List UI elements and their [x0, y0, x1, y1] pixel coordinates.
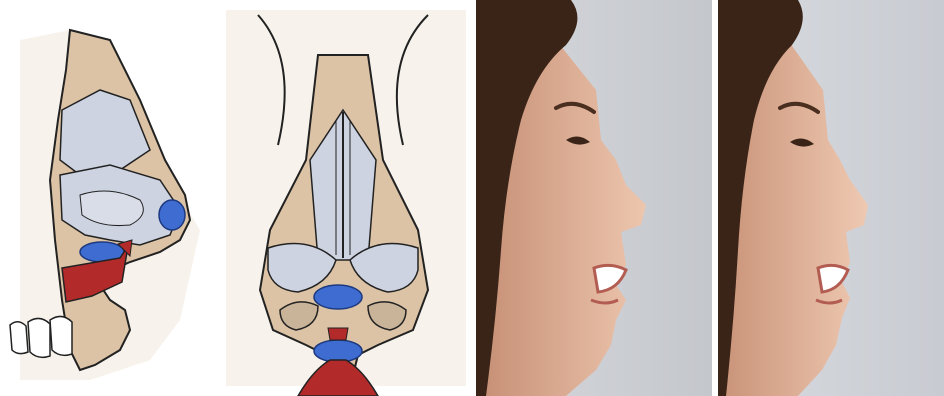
- profile-photo-after: [718, 0, 944, 396]
- tip-marker: [314, 285, 362, 309]
- basal-nose-illustration: [218, 0, 473, 396]
- tip-marker: [159, 200, 185, 230]
- profile-photo-after-image: [718, 0, 944, 396]
- lateral-nose-drawing: [0, 0, 218, 396]
- basal-nose-drawing: [218, 0, 473, 396]
- profile-photo-before: [476, 0, 712, 396]
- profile-photo-before-image: [476, 0, 712, 396]
- columella-marker: [314, 340, 362, 362]
- teeth: [10, 316, 72, 357]
- lateral-nose-illustration: [0, 0, 218, 396]
